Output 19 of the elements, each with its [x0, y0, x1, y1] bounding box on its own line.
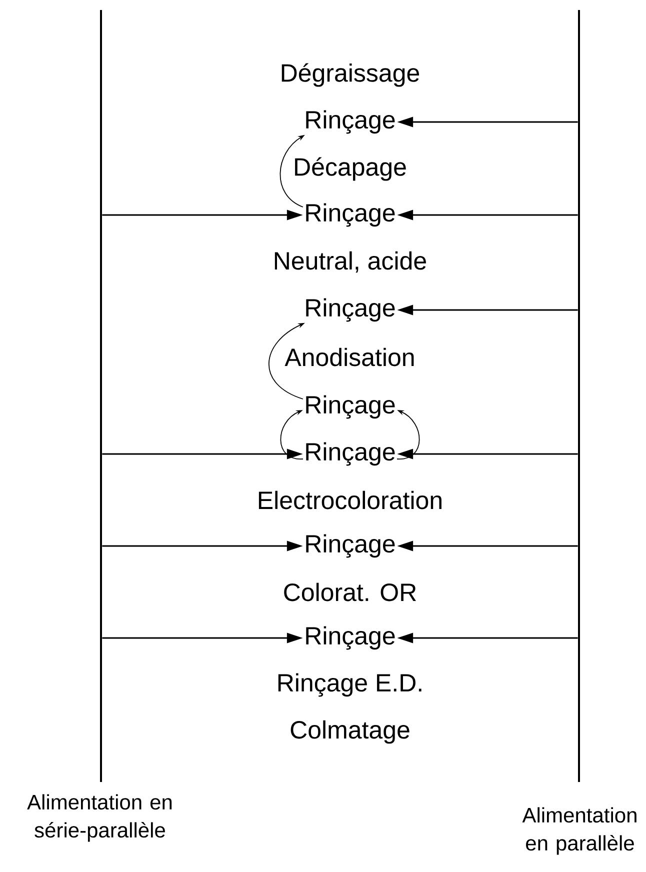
stage-label: Rinçage — [306, 298, 395, 322]
stage-label: Rinçage — [306, 626, 395, 650]
stage-label: Décapage — [295, 157, 406, 181]
stage-label: Rinçage — [306, 203, 395, 227]
feed-line-label: Alimentation en série-parallèle — [27, 794, 172, 842]
stage-label: Rinçage — [306, 110, 395, 134]
stage-label: Rinçage — [306, 442, 395, 466]
stage-label: Rinçage — [306, 534, 395, 558]
curved-arrow — [396, 410, 420, 460]
stage-label: Rinçage — [306, 395, 395, 419]
stage-label: Dégraissage — [282, 63, 420, 87]
stage-label: Rinçage E.D. — [278, 673, 422, 697]
feed-line-label: Alimentation en parallèle — [522, 807, 636, 855]
stage-label: Anodisation — [284, 348, 414, 366]
stage-label: Colmatage — [290, 720, 410, 744]
stage-label: Colorat. OR — [284, 582, 416, 602]
stage-label: Neutral, acide — [274, 251, 426, 273]
curved-arrow — [280, 410, 304, 460]
stage-label: Electrocoloration — [258, 490, 442, 510]
